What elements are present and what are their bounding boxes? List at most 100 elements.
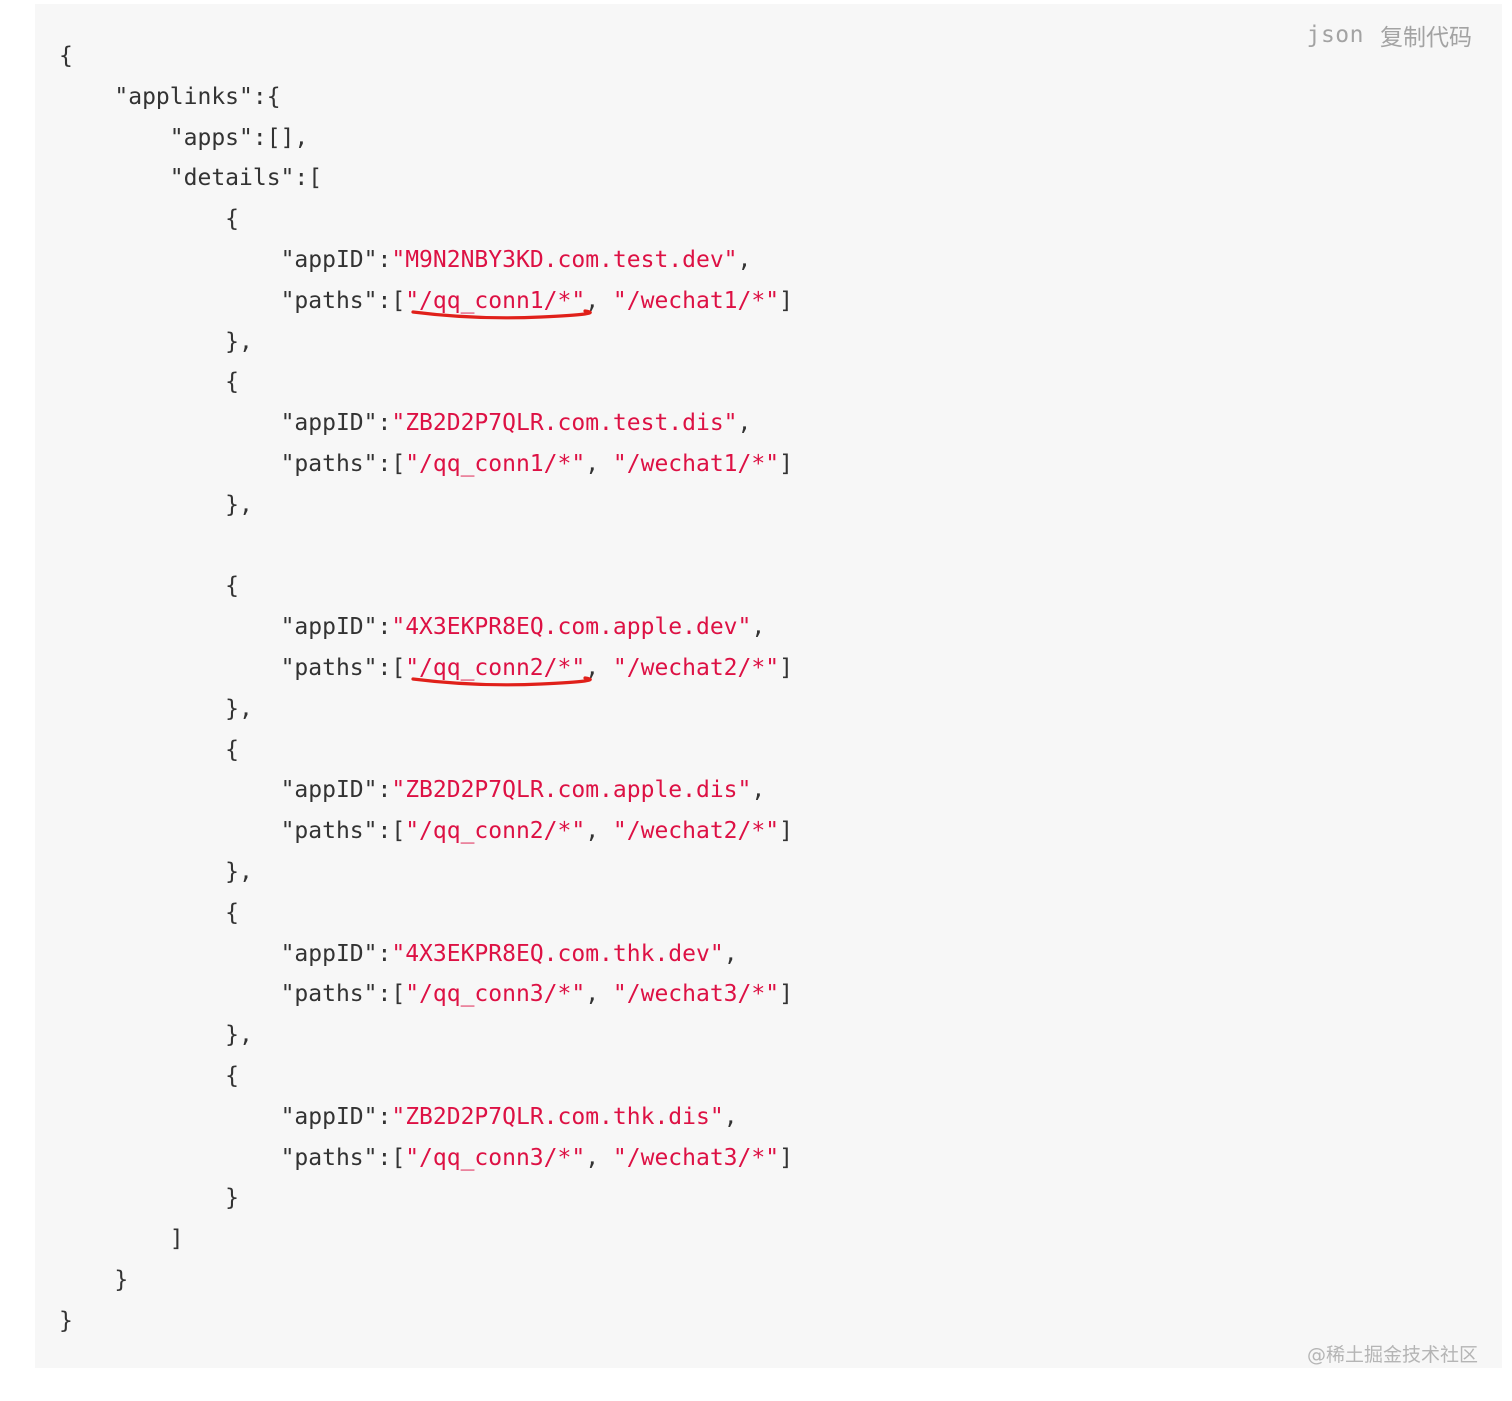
code-punctuation-token: }: [114, 1266, 129, 1293]
code-indent: [59, 900, 225, 926]
code-line: {: [59, 566, 793, 607]
code-punctuation-token: },: [225, 858, 253, 885]
code-indent: [59, 1022, 225, 1048]
code-punctuation-token: "appID":: [280, 614, 392, 641]
code-punctuation-token: {: [225, 1062, 240, 1089]
code-string-token: "M9N2NBY3KD.com.test.dev": [391, 246, 738, 273]
code-string-token: "ZB2D2P7QLR.com.thk.dis": [391, 1103, 724, 1130]
code-punctuation-token: },: [225, 695, 253, 722]
code-string-token: "/qq_conn3/*": [405, 1144, 586, 1171]
code-punctuation-token: ,: [585, 981, 613, 1008]
code-string-token: "/qq_conn2/*": [405, 818, 586, 845]
code-indent: [59, 206, 225, 232]
code-line: "appID":"M9N2NBY3KD.com.test.dev",: [59, 240, 793, 281]
code-punctuation-token: "appID":: [280, 777, 392, 804]
red-underline-annotation: [411, 676, 593, 687]
code-string-token: "ZB2D2P7QLR.com.apple.dis": [391, 777, 752, 804]
code-punctuation-token: {: [225, 369, 240, 396]
code-line: "appID":"ZB2D2P7QLR.com.thk.dis",: [59, 1097, 793, 1138]
code-punctuation-token: "appID":: [280, 940, 392, 967]
code-indent: [59, 451, 281, 477]
code-string-token: "/qq_conn2/*": [405, 654, 586, 681]
code-indent: [59, 1226, 170, 1252]
code-punctuation-token: "appID":: [280, 1103, 392, 1130]
code-indent: [59, 777, 281, 803]
code-line: {: [59, 730, 793, 771]
code-punctuation-token: ,: [585, 1144, 613, 1171]
code-block: json 复制代码 { "applinks":{ "apps":[], "det…: [35, 4, 1502, 1368]
code-line: "appID":"4X3EKPR8EQ.com.apple.dev",: [59, 607, 793, 648]
code-string-token: "/wechat2/*": [612, 654, 780, 681]
code-punctuation-token: "paths":[: [280, 981, 406, 1008]
code-punctuation-token: ,: [737, 246, 752, 273]
code-punctuation-token: "appID":: [280, 246, 392, 273]
code-punctuation-token: {: [225, 736, 240, 763]
code-punctuation-token: ]: [779, 1144, 793, 1171]
code-line: }: [59, 1260, 793, 1301]
code-punctuation-token: },: [225, 1022, 253, 1049]
code-line: [59, 526, 793, 567]
code-string-token: "/wechat2/*": [612, 818, 780, 845]
code-punctuation-token: "paths":[: [280, 1144, 406, 1171]
code-punctuation-token: "appID":: [280, 410, 392, 437]
code-line: "appID":"ZB2D2P7QLR.com.test.dis",: [59, 403, 793, 444]
code-string-token: "/wechat3/*": [612, 1144, 780, 1171]
code-line: {: [59, 893, 793, 934]
code-punctuation-token: ,: [585, 818, 613, 845]
code-indent: [59, 981, 281, 1007]
code-line: "paths":["/qq_conn2/*", "/wechat2/*"]: [59, 648, 793, 689]
code-punctuation-token: "paths":[: [280, 287, 406, 314]
code-punctuation-token: ,: [585, 287, 613, 314]
code-line: },: [59, 852, 793, 893]
code-punctuation-token: ]: [779, 287, 793, 314]
code-indent: [59, 84, 114, 110]
code-string-token: "4X3EKPR8EQ.com.apple.dev": [391, 614, 752, 641]
code-line: "paths":["/qq_conn3/*", "/wechat3/*"]: [59, 974, 793, 1015]
code-line: {: [59, 199, 793, 240]
code-line: },: [59, 485, 793, 526]
code-punctuation-token: {: [225, 573, 240, 600]
code-punctuation-token: ]: [779, 981, 793, 1008]
code-punctuation-token: ,: [585, 654, 613, 681]
code-line: {: [59, 362, 793, 403]
code-line: "paths":["/qq_conn1/*", "/wechat1/*"]: [59, 281, 793, 322]
code-indent: [59, 1267, 114, 1293]
code-indent: [59, 614, 281, 640]
underline-stroke: [411, 676, 593, 687]
code-indent: [59, 573, 225, 599]
code-indent: [59, 696, 225, 722]
code-punctuation-token: ]: [779, 654, 793, 681]
code-punctuation-token: ,: [723, 940, 738, 967]
code-line: },: [59, 322, 793, 363]
code-line: "paths":["/qq_conn2/*", "/wechat2/*"]: [59, 811, 793, 852]
code-punctuation-token: ,: [585, 450, 613, 477]
code-punctuation-token: }: [59, 1307, 73, 1334]
code-string-token: "/qq_conn1/*": [405, 287, 586, 314]
code-punctuation-token: "applinks":{: [114, 83, 281, 110]
code-indent: [59, 247, 281, 273]
code-indent: [59, 737, 225, 763]
code-line: "details":[: [59, 158, 793, 199]
code-header: json 复制代码: [1307, 18, 1472, 52]
language-label: json: [1306, 22, 1364, 48]
code-indent: [59, 288, 281, 314]
code-string-token: "4X3EKPR8EQ.com.thk.dev": [391, 940, 724, 967]
copy-code-button[interactable]: 复制代码: [1380, 25, 1472, 51]
code-string-token: "/wechat1/*": [612, 450, 780, 477]
code-line: {: [59, 36, 793, 77]
code-line: },: [59, 689, 793, 730]
code-string-token: "/qq_conn3/*": [405, 981, 586, 1008]
code-indent: [59, 165, 170, 191]
code-indent: [59, 1145, 281, 1171]
code-indent: [59, 655, 281, 681]
code-punctuation-token: },: [225, 328, 253, 355]
code-punctuation-token: ,: [751, 777, 766, 804]
red-underline-annotation: [411, 309, 593, 320]
code-indent: [59, 1185, 225, 1211]
code-indent: [59, 1063, 225, 1089]
code-string-token: "/qq_conn1/*": [405, 450, 586, 477]
code-line: "paths":["/qq_conn1/*", "/wechat1/*"]: [59, 444, 793, 485]
code-line: "applinks":{: [59, 77, 793, 118]
code-punctuation-token: ,: [737, 410, 752, 437]
code-indent: [59, 369, 225, 395]
